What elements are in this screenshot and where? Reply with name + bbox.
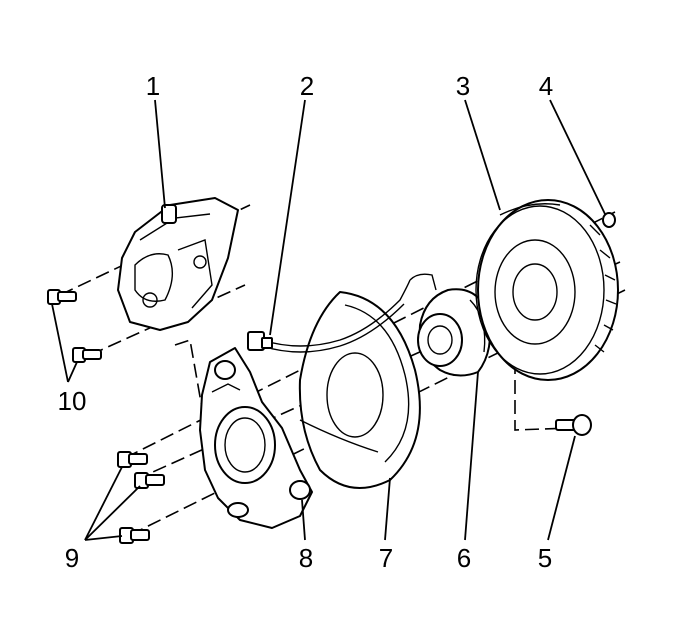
knuckle-bolt-2 [134, 472, 165, 489]
callout-9: 9 [65, 543, 79, 573]
callout-8: 8 [299, 543, 313, 573]
rotor-retainer [602, 212, 616, 228]
callout-6: 6 [457, 543, 471, 573]
leader-lines [51, 99, 606, 541]
callout-3: 3 [456, 71, 470, 101]
wheel-hub-bearing [417, 288, 511, 377]
callout-10: 10 [58, 386, 87, 416]
knuckle-bolt-3 [119, 527, 150, 544]
callout-1: 1 [146, 71, 160, 101]
steering-knuckle [199, 347, 313, 529]
caliper-bolt-upper [47, 289, 77, 305]
brake-rotor [475, 199, 619, 381]
caliper-bolt-lower [72, 347, 102, 363]
callout-4: 4 [539, 71, 553, 101]
brake-caliper [117, 197, 239, 331]
knuckle-bolt-1 [117, 451, 148, 468]
callout-labels: 1 2 3 4 5 6 7 8 9 10 [58, 71, 554, 573]
callout-2: 2 [300, 71, 314, 101]
callout-5: 5 [538, 543, 552, 573]
hub-bolt [555, 414, 592, 436]
wheel-speed-sensor-wire [247, 273, 437, 353]
splash-shield [298, 291, 421, 489]
callout-7: 7 [379, 543, 393, 573]
